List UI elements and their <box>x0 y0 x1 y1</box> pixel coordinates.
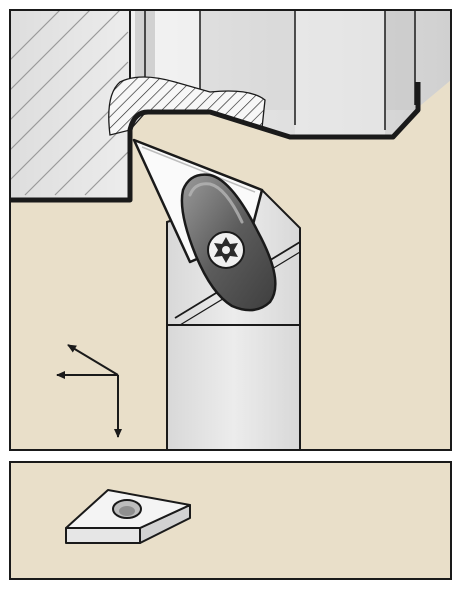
torx-screw-icon <box>207 231 245 269</box>
rhombic-insert-with-hole-icon <box>65 489 191 544</box>
chip-section <box>108 76 266 136</box>
machined-contour <box>10 82 421 203</box>
feed-direction-arrows-icon <box>56 344 122 438</box>
upper-panel-border <box>9 9 452 451</box>
